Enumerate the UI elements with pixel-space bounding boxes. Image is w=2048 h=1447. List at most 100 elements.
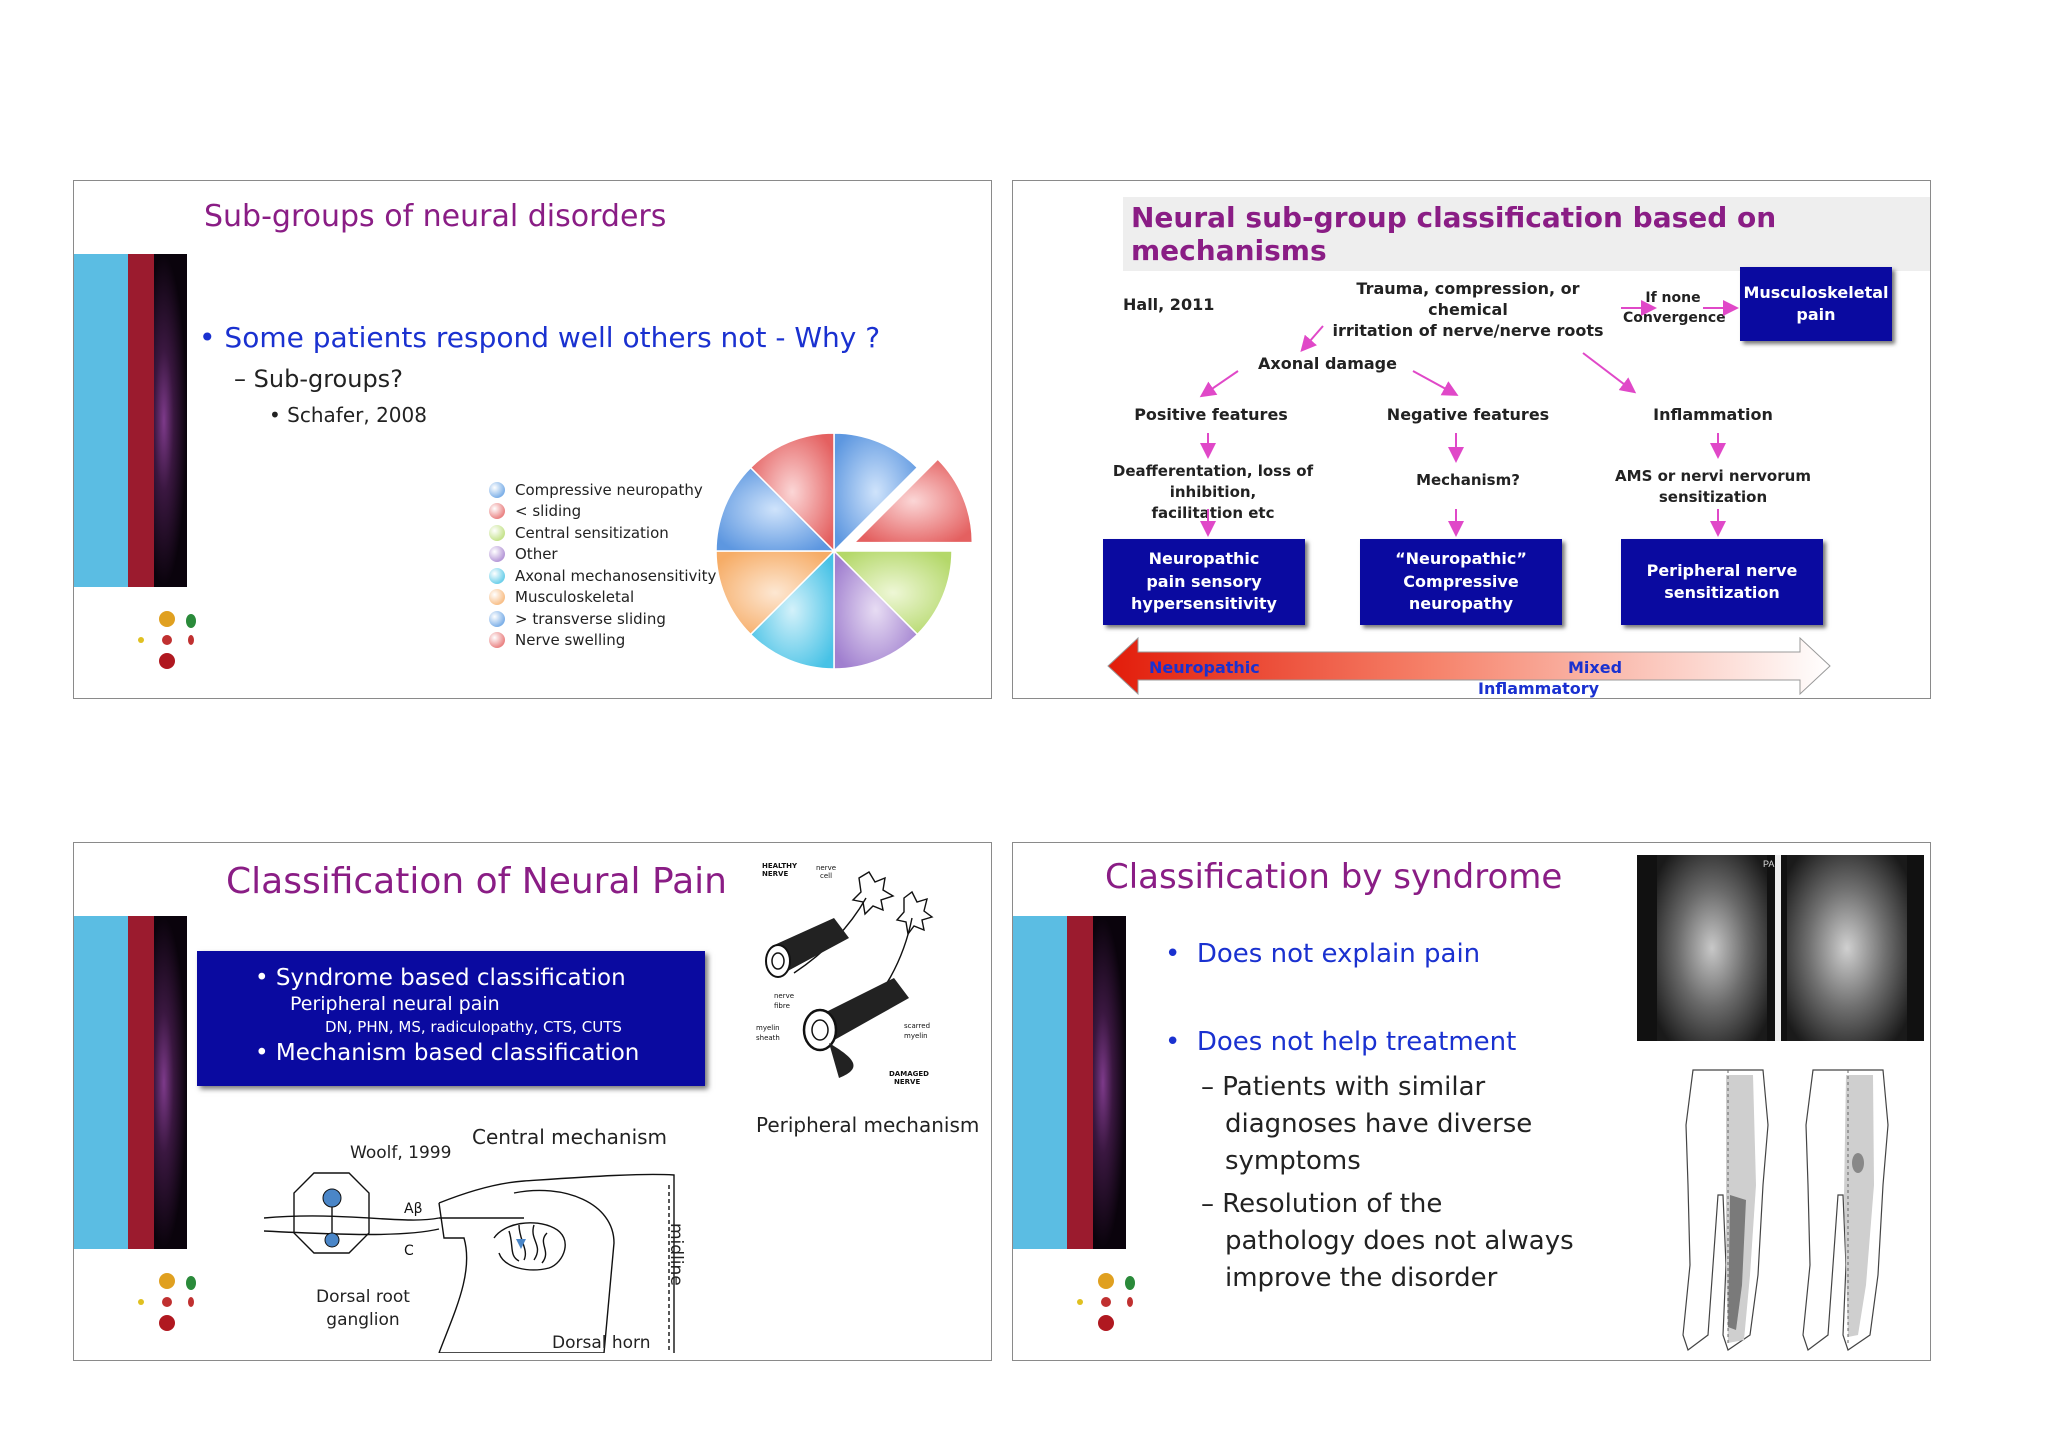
legend-item: Compressive neuropathy [489, 479, 716, 501]
midline-label: midline [666, 1223, 686, 1286]
legend-swatch [489, 524, 505, 541]
svg-text:fibre: fibre [774, 1002, 790, 1010]
pie-slice [749, 432, 835, 553]
pie-slice [715, 550, 836, 636]
legend-label: < sliding [515, 502, 582, 521]
mri-image: PA [1637, 855, 1924, 1041]
pie-slice [749, 549, 835, 670]
legend-item: > transverse sliding [489, 608, 716, 630]
svg-text:myelin: myelin [904, 1032, 928, 1040]
legend-swatch [489, 610, 505, 627]
sub-bullet: – Sub-groups? [234, 365, 403, 393]
legend-swatch [489, 589, 505, 606]
legend-item: Axonal mechanosensitivity [489, 565, 716, 587]
side-decoration [74, 916, 187, 1249]
flow-arrows [1107, 300, 1831, 696]
bullet-1-text: Some patients respond well others not - … [224, 321, 881, 354]
axonal-node: Axonal damage [1258, 354, 1397, 373]
dot-decoration [1073, 1273, 1135, 1333]
pie-slice [833, 549, 919, 670]
legend-item: Musculoskeletal [489, 587, 716, 609]
slide-title: Classification of Neural Pain [226, 861, 727, 902]
bullet-1: • Some patients respond well others not … [199, 321, 881, 354]
box-bullet-2: • Mechanism based classification [255, 1040, 640, 1066]
legend-label: Axonal mechanosensitivity [515, 566, 717, 585]
sub-bullet-text: Sub-groups? [253, 365, 403, 393]
arrow-label-mixed: Mixed [1568, 658, 1623, 677]
legend-swatch [489, 632, 505, 649]
side-decoration [1013, 916, 1126, 1249]
slide-classification-syndrome: Classification by syndrome • Does not ex… [1012, 842, 1931, 1361]
legend-item: Nerve swelling [489, 630, 716, 652]
dermatome-figures [1682, 1069, 1889, 1351]
svg-text:DAMAGED: DAMAGED [889, 1070, 929, 1078]
deafferentation-node: Deafferentation, loss of inhibition,faci… [1112, 462, 1314, 522]
negative-node: Negative features [1386, 405, 1550, 424]
spinal-diagram: Aβ C [264, 1172, 675, 1353]
box-sub-1: Peripheral neural pain [290, 993, 500, 1015]
svg-text:myelin: myelin [756, 1024, 780, 1032]
mechanism-node: Mechanism? [1416, 471, 1520, 489]
bullet-1: • Does not explain pain [1165, 939, 1481, 969]
pie-slice [715, 466, 836, 552]
svg-text:NERVE: NERVE [762, 870, 788, 878]
box-subsub-1: DN, PHN, MS, radiculopathy, CTS, CUTS [325, 1018, 622, 1036]
svg-text:NERVE: NERVE [894, 1078, 920, 1086]
legend-swatch [489, 481, 505, 498]
woolf-reference: Woolf, 1999 [350, 1143, 452, 1163]
spectrum-arrow [1107, 636, 1831, 696]
legend-item: Central sensitization [489, 522, 716, 544]
slide-title: Neural sub-group classification based on… [1123, 197, 1930, 271]
sub-sub-bullet: • Schafer, 2008 [269, 403, 427, 427]
svg-text:HEALTHY: HEALTHY [762, 862, 798, 870]
dash-2: – Resolution of the pathology does not a… [1201, 1189, 1574, 1293]
legend-item: Other [489, 544, 716, 566]
legend-swatch [489, 503, 505, 520]
slide-mechanism-classification: Neural sub-group classification based on… [1012, 180, 1931, 699]
dash-1: – Patients with similar diagnoses have d… [1201, 1072, 1533, 1176]
positive-node: Positive features [1134, 405, 1288, 424]
legend-label: Other [515, 545, 558, 564]
bullet-2: • Does not help treatment [1165, 1027, 1517, 1057]
slide-sub-groups: Sub-groups of neural disorders • Some pa… [73, 180, 992, 699]
svg-text:nerve: nerve [816, 864, 836, 872]
reference: Hall, 2011 [1123, 295, 1215, 314]
side-decoration [74, 254, 187, 587]
svg-text:cell: cell [820, 872, 832, 880]
slide-title: Classification by syndrome [1105, 857, 1563, 897]
legend-swatch [489, 546, 505, 563]
legend-label: Central sensitization [515, 523, 669, 542]
legend-label: Compressive neuropathy [515, 480, 703, 499]
svg-text:C: C [404, 1243, 414, 1259]
classification-box: • Syndrome based classification Peripher… [197, 951, 705, 1086]
legend-label: > transverse sliding [515, 609, 666, 628]
pie-slice [832, 550, 953, 636]
dot-decoration [134, 611, 196, 671]
svg-text:sheath: sheath [756, 1034, 780, 1042]
mri-label: PA [1763, 859, 1775, 869]
sub-sub-bullet-text: Schafer, 2008 [287, 403, 427, 427]
inflammation-node: Inflammation [1653, 405, 1773, 424]
pie-slice [852, 458, 974, 544]
arrow-label-inflammatory: Inflammatory [1478, 679, 1600, 698]
dot-decoration [134, 1273, 196, 1333]
slide-classification-neural-pain: Classification of Neural Pain • Syndrome… [73, 842, 992, 1361]
svg-text:nerve: nerve [774, 992, 794, 1000]
legend-label: Musculoskeletal [515, 588, 635, 607]
legend-label: Nerve swelling [515, 631, 626, 650]
pie-slice [833, 432, 919, 553]
pie-chart [715, 432, 974, 670]
svg-text:scarred: scarred [904, 1022, 930, 1030]
arrow-label-neuropathic: Neuropathic [1149, 658, 1260, 677]
peripheral-mechanism-label: Peripheral mechanism [756, 1113, 980, 1137]
svg-text:Aβ: Aβ [404, 1201, 423, 1217]
slide-title: Sub-groups of neural disorders [204, 199, 667, 234]
